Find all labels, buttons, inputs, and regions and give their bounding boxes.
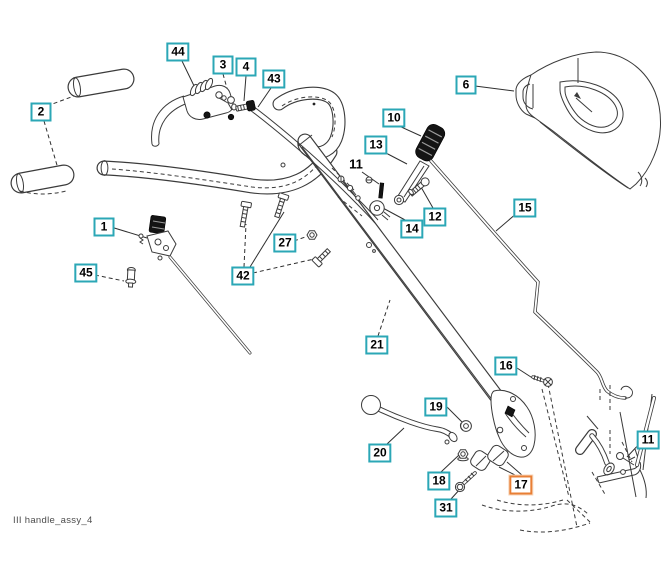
part-throttle-lever — [393, 124, 446, 206]
callout-31[interactable]: 31 — [434, 498, 458, 518]
part-control-bracket — [138, 215, 252, 355]
part-throttle-cable — [249, 105, 379, 224]
callout-44[interactable]: 44 — [166, 42, 190, 62]
callout-16[interactable]: 16 — [494, 356, 518, 376]
callout-11[interactable]: 11 — [636, 430, 660, 450]
callout-42[interactable]: 42 — [231, 266, 255, 286]
callout-14[interactable]: 14 — [400, 219, 424, 239]
part-mount-hardware — [331, 167, 391, 221]
callout-27[interactable]: 27 — [273, 233, 297, 253]
callout-43[interactable]: 43 — [262, 69, 286, 89]
callout-4[interactable]: 4 — [235, 57, 257, 77]
part-bolt-16 — [531, 374, 553, 387]
part-belt-cover — [515, 51, 662, 190]
part-nut-18 — [457, 449, 469, 462]
callout-20[interactable]: 20 — [368, 443, 392, 463]
part-pin-11 — [616, 452, 636, 466]
callout-13[interactable]: 13 — [364, 135, 388, 155]
diagram-id-text: III handle_assy_4 — [13, 515, 93, 526]
callout-21[interactable]: 21 — [365, 335, 389, 355]
callout-6[interactable]: 6 — [455, 75, 477, 95]
part-bolt-4 — [235, 100, 256, 112]
callout-19[interactable]: 19 — [424, 397, 448, 417]
callout-11[interactable]: 11 — [349, 156, 363, 172]
part-bolt-45 — [125, 267, 137, 288]
part-shift-quadrant — [490, 389, 536, 458]
part-cable-fitting — [227, 96, 237, 111]
part-washer-19 — [459, 420, 472, 432]
callout-2[interactable]: 2 — [30, 102, 52, 122]
part-support-beam — [297, 133, 526, 433]
part-knobs-17 — [470, 444, 509, 471]
callout-3[interactable]: 3 — [212, 55, 234, 75]
frame-hidden-lines — [481, 383, 653, 533]
part-shift-lever — [361, 395, 458, 445]
part-rod-15 — [429, 159, 633, 400]
part-bolt-31 — [454, 471, 477, 493]
part-nut-27 — [306, 230, 318, 240]
callout-1[interactable]: 1 — [93, 217, 115, 237]
callout-17[interactable]: 17 — [509, 475, 533, 495]
callout-10[interactable]: 10 — [382, 108, 406, 128]
callout-18[interactable]: 18 — [427, 471, 451, 491]
part-brake-lever — [151, 77, 235, 147]
callout-15[interactable]: 15 — [513, 198, 537, 218]
part-bolts-42 — [239, 192, 332, 268]
part-grips — [10, 68, 135, 195]
callout-45[interactable]: 45 — [74, 263, 98, 283]
callout-12[interactable]: 12 — [423, 207, 447, 227]
